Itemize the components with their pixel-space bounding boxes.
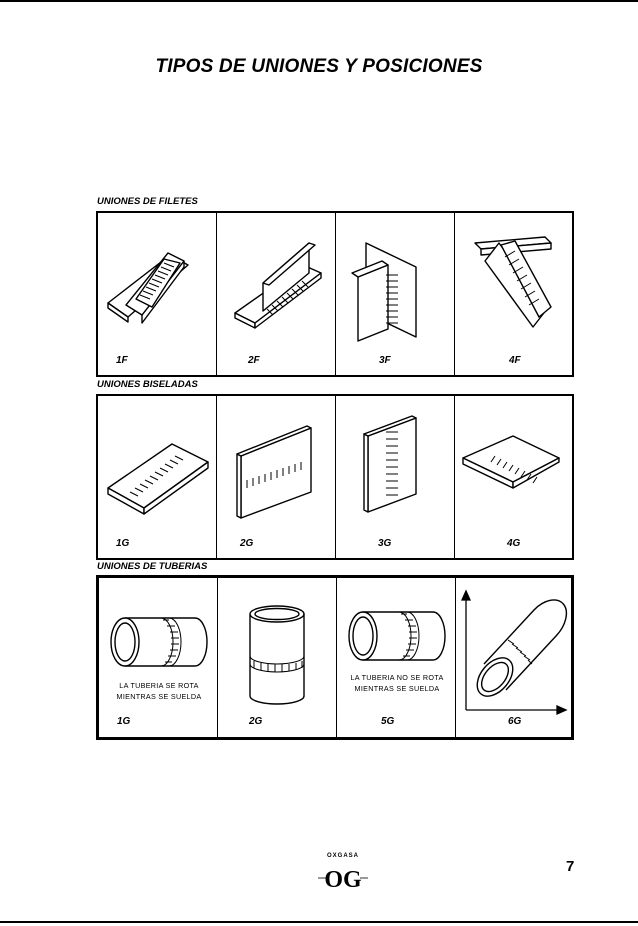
joint-cell-2g-pipe: 2G (218, 578, 337, 737)
joint-cell-3g-plate: 3G (336, 396, 455, 558)
note-pipe-fixed: LA TUBERIA NO SE ROTA MIENTRAS SE SUELDA (350, 673, 444, 693)
fillet-1f-illustration (107, 252, 189, 324)
joint-code-2g-pipe: 2G (249, 716, 263, 727)
joint-code-3f: 3F (379, 355, 391, 366)
fillet-4f-illustration (474, 236, 552, 328)
section-label-tuberias: UNIONES DE TUBERIAS (97, 561, 208, 572)
fillet-2f-illustration (234, 242, 322, 329)
pipe-1g-illustration (110, 617, 208, 667)
pipe-joints-panel: LA TUBERIA SE ROTA MIENTRAS SE SUELDA 1G… (96, 575, 574, 740)
joint-code-5g-pipe: 5G (381, 716, 395, 727)
joint-cell-2g-plate: 2G (217, 396, 336, 558)
joint-code-1g-pipe: 1G (117, 716, 131, 727)
top-rule (0, 0, 638, 2)
groove-4g-illustration (462, 435, 560, 489)
note-pipe-rotates: LA TUBERIA SE ROTA MIENTRAS SE SUELDA (116, 681, 202, 701)
logo-wordmark: OXGASA (326, 853, 359, 859)
joint-code-2g-plate: 2G (240, 538, 254, 549)
oxgasa-logo: OXGASA OG (318, 853, 368, 891)
section-label-filetes: UNIONES DE FILETES (97, 196, 198, 207)
joint-code-6g-pipe: 6G (508, 716, 522, 727)
fillet-joints-panel: 1F 2F (96, 211, 574, 377)
page-title: TIPOS DE UNIONES Y POSICIONES (155, 56, 483, 77)
joint-cell-3f: 3F (336, 213, 455, 375)
joint-cell-4f: 4F (455, 213, 572, 375)
pipe-5g-illustration (348, 611, 446, 661)
logo-mark-text: OG (324, 867, 362, 891)
joint-code-1f: 1F (116, 355, 128, 366)
fillet-3f-illustration (351, 242, 417, 342)
page-number: 7 (566, 858, 575, 875)
joint-code-2f: 2F (248, 355, 260, 366)
bottom-rule (0, 921, 638, 923)
groove-1g-illustration (107, 443, 209, 515)
joint-cell-6g-pipe: 6G (456, 578, 571, 737)
joint-cell-1g-plate: 1G (98, 396, 217, 558)
logo-mark-icon: OG (318, 867, 368, 891)
pipe-6g-illustration (460, 589, 568, 716)
joint-cell-5g-pipe: LA TUBERIA NO SE ROTA MIENTRAS SE SUELDA… (337, 578, 456, 737)
joint-code-1g-plate: 1G (116, 538, 130, 549)
section-label-biseladas: UNIONES BISELADAS (97, 379, 198, 390)
joint-code-4g-plate: 4G (507, 538, 521, 549)
groove-joints-panel: 1G 2G (96, 394, 574, 560)
groove-2g-illustration (236, 425, 312, 519)
pipe-2g-illustration (249, 605, 305, 705)
groove-3g-illustration (363, 415, 417, 513)
joint-cell-1f: 1F (98, 213, 217, 375)
joint-code-4f: 4F (509, 355, 521, 366)
joint-code-3g-plate: 3G (378, 538, 392, 549)
joint-cell-2f: 2F (217, 213, 336, 375)
joint-cell-1g-pipe: LA TUBERIA SE ROTA MIENTRAS SE SUELDA 1G (99, 578, 218, 737)
joint-cell-4g-plate: 4G (455, 396, 572, 558)
